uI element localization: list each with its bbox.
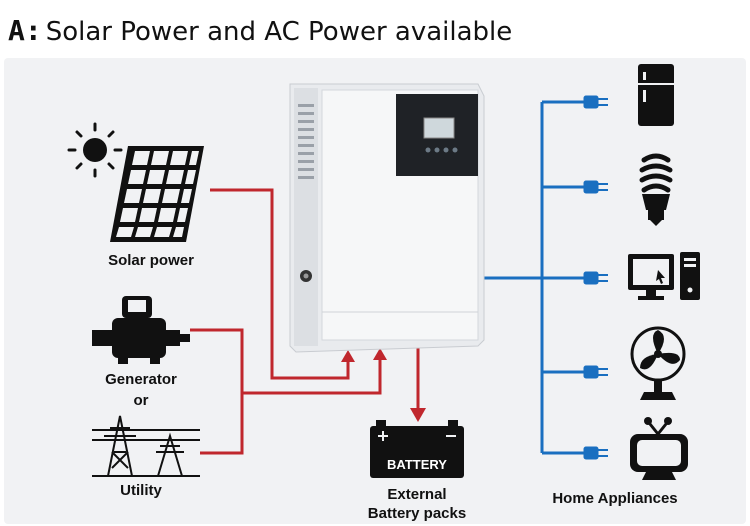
generator-arrow xyxy=(373,348,387,360)
diagram-title: A : Solar Power and AC Power available xyxy=(8,14,512,54)
utility-wire xyxy=(200,393,244,455)
solar-panel-icon xyxy=(110,146,204,242)
plug-icon xyxy=(583,95,608,460)
battery-label-line2: Battery packs xyxy=(367,505,467,522)
fan-icon xyxy=(630,326,686,400)
battery-text: BATTERY xyxy=(387,457,447,472)
battery-icon: BATTERY xyxy=(370,420,464,478)
title-colon: : xyxy=(24,14,42,47)
battery-label-line1: External xyxy=(387,486,447,503)
appliances-label: Home Appliances xyxy=(552,490,678,507)
generator-icon xyxy=(92,296,190,364)
battery-arrow xyxy=(410,408,426,422)
computer-icon xyxy=(628,252,700,300)
solar-label: Solar power xyxy=(108,252,194,269)
inverter-unit xyxy=(289,83,485,353)
television-icon xyxy=(630,417,688,480)
generator-label: Generator xyxy=(105,371,177,388)
solar-arrow xyxy=(341,350,355,362)
solar-wire xyxy=(210,188,350,380)
output-wires xyxy=(480,100,596,455)
title-letter: A xyxy=(8,14,25,47)
light-bulb-icon xyxy=(639,153,673,226)
utility-tower-icon xyxy=(92,415,200,477)
sun-icon xyxy=(67,122,123,178)
title-text: Solar Power and AC Power available xyxy=(45,17,513,47)
utility-label: Utility xyxy=(120,482,162,499)
refrigerator-icon xyxy=(638,64,674,126)
or-label: or xyxy=(133,392,149,409)
input-wires xyxy=(190,188,420,455)
